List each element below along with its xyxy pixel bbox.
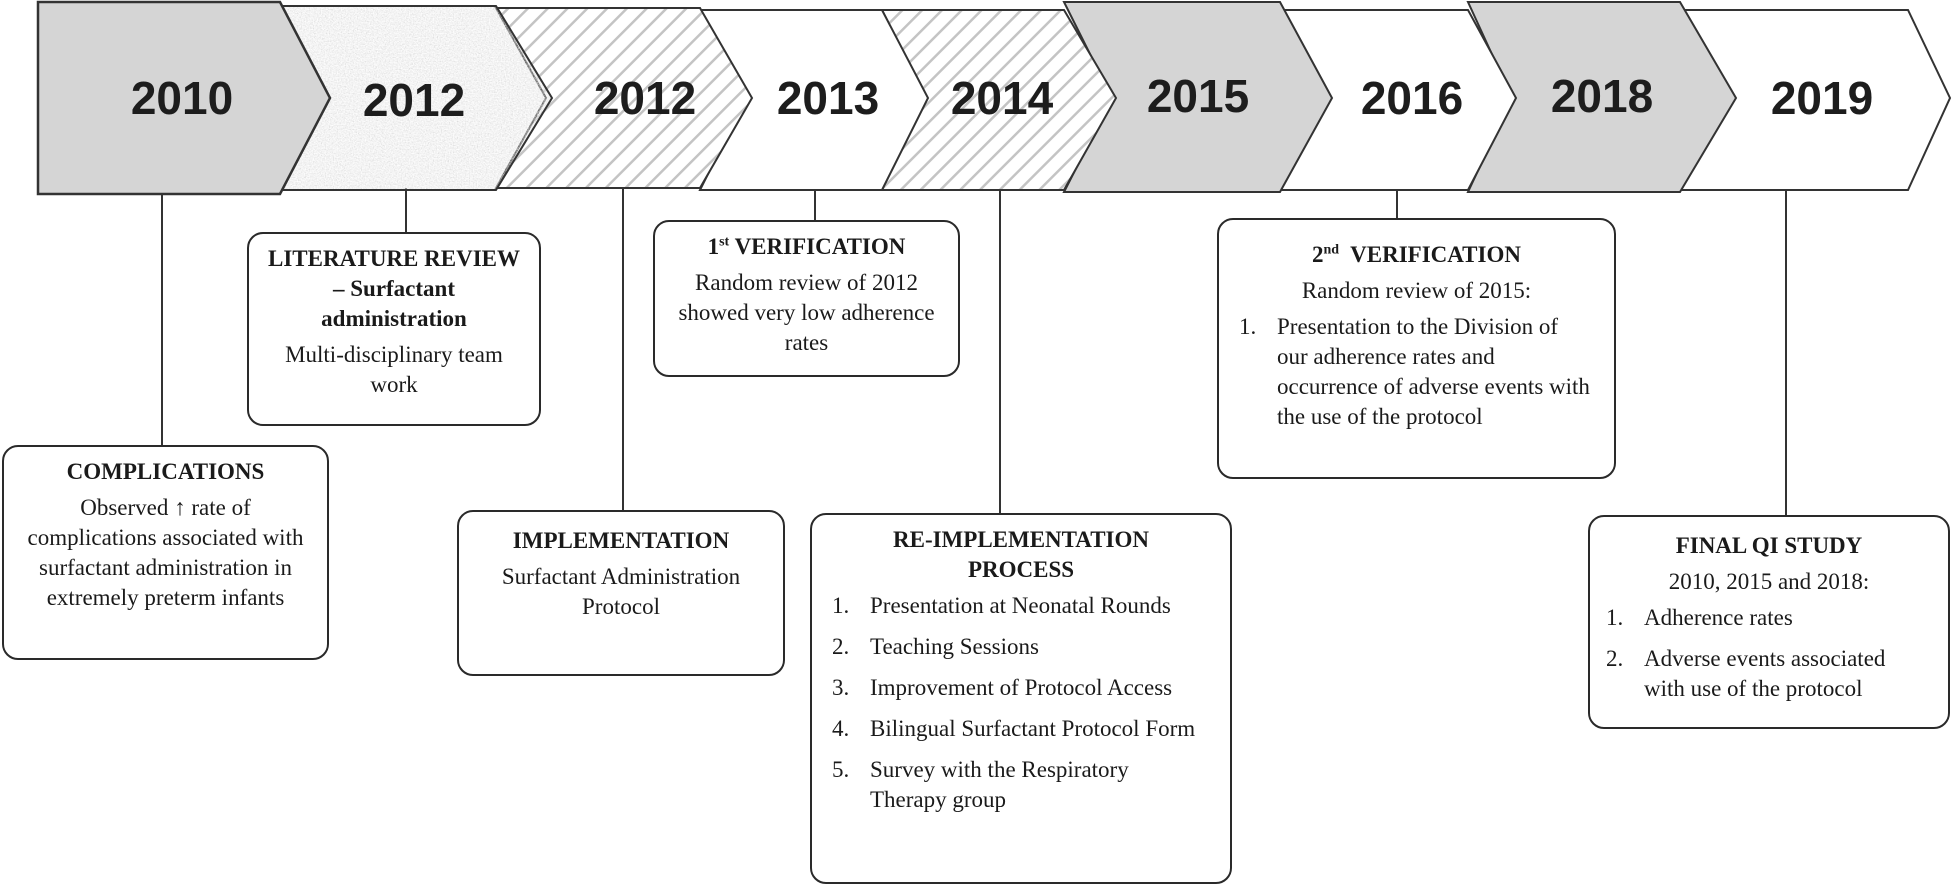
verification-2-box: 2nd VERIFICATION Random review of 2015: … [1217, 218, 1616, 479]
literature-review-title: LITERATURE REVIEW – Surfactant administr… [268, 246, 520, 331]
list-item: 1.Presentation at Neonatal Rounds [832, 593, 1171, 618]
year-label: 2015 [1147, 70, 1249, 122]
final-qi-study-box: FINAL QI STUDY 2010, 2015 and 2018: 1.Ad… [1588, 515, 1950, 729]
verification-2-title: 2nd VERIFICATION [1312, 242, 1521, 267]
final-qi-study-list: 1.Adherence rates 2.Adverse events assoc… [1606, 603, 1932, 704]
verification-2-body: Random review of 2015: [1301, 278, 1532, 303]
complications-box: COMPLICATIONS Observed ↑ rate of complic… [2, 445, 329, 660]
literature-review-body: Multi-disciplinary team work [285, 342, 503, 397]
list-item: 5.Survey with the Respiratory Therapy gr… [832, 757, 1129, 812]
list-item: 2.Teaching Sessions [832, 634, 1039, 659]
implementation-title: IMPLEMENTATION [512, 528, 730, 553]
year-label: 2013 [777, 72, 879, 124]
verification-1-box: 1st VERIFICATION Random review of 2012 s… [653, 220, 960, 377]
complications-title: COMPLICATIONS [66, 459, 265, 484]
year-label: 2012 [363, 74, 465, 126]
reimplementation-title: RE-IMPLEMENTATION PROCESS [893, 527, 1149, 582]
literature-review-box: LITERATURE REVIEW – Surfactant administr… [247, 232, 541, 426]
year-label: 2018 [1551, 70, 1653, 122]
verification-2-list: 1.Presentation to the Division of our ad… [1239, 312, 1594, 432]
list-item: 4.Bilingual Surfactant Protocol Form [832, 716, 1196, 741]
final-qi-study-title: FINAL QI STUDY [1675, 533, 1863, 558]
year-label: 2014 [951, 72, 1054, 124]
list-item: 2.Adverse events associated with use of … [1606, 646, 1886, 701]
year-label: 2016 [1361, 72, 1463, 124]
complications-body: Observed ↑ rate of complications associa… [27, 495, 304, 610]
year-label: 2012 [594, 72, 696, 124]
reimplementation-list: 1.Presentation at Neonatal Rounds 2.Teac… [832, 591, 1210, 815]
year-label: 2019 [1771, 72, 1873, 124]
list-item: 1.Adherence rates [1606, 605, 1793, 630]
verification-1-title: 1st VERIFICATION [707, 234, 906, 259]
reimplementation-box: RE-IMPLEMENTATION PROCESS 1.Presentation… [810, 513, 1232, 884]
list-item: 3.Improvement of Protocol Access [832, 675, 1173, 700]
implementation-body: Surfactant Administration Protocol [501, 564, 741, 619]
year-label: 2010 [131, 72, 233, 124]
chevron-2010 [36, 0, 332, 196]
verification-1-body: Random review of 2012 showed very low ad… [678, 270, 935, 355]
list-item: 1.Presentation to the Division of our ad… [1239, 314, 1590, 429]
implementation-box: IMPLEMENTATION Surfactant Administration… [457, 510, 785, 676]
final-qi-study-body: 2010, 2015 and 2018: [1668, 569, 1870, 594]
